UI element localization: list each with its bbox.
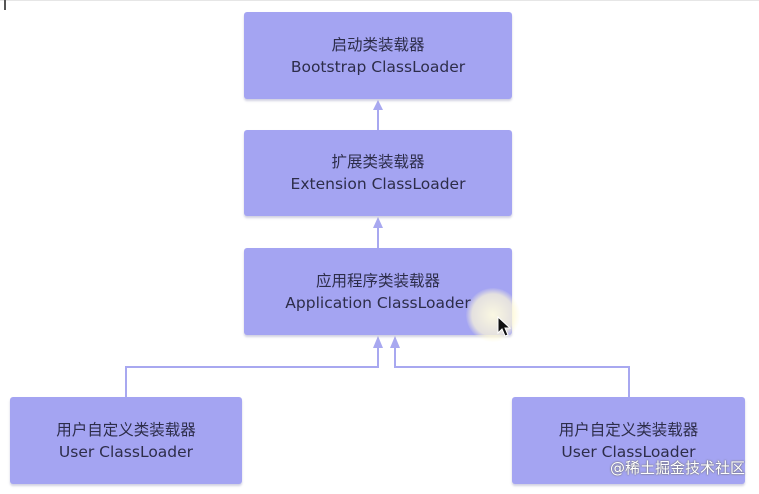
window-edge-mark bbox=[4, 0, 6, 10]
extension-en-label: Extension ClassLoader bbox=[290, 175, 466, 193]
user-classloader-box-left: 用户自定义类装载器 User ClassLoader bbox=[10, 397, 242, 484]
arrowhead-boot bbox=[373, 100, 383, 110]
bootstrap-classloader-box: 启动类装载器 Bootstrap ClassLoader bbox=[244, 12, 512, 99]
cursor-highlight bbox=[466, 288, 520, 342]
user-right-en-label: User ClassLoader bbox=[561, 442, 696, 461]
arrowhead-app-left bbox=[373, 336, 383, 348]
top-border bbox=[0, 0, 759, 1]
connector-user-left-to-app bbox=[125, 348, 379, 397]
user-right-zh-label: 用户自定义类装载器 bbox=[558, 420, 699, 439]
user-left-en-label: User ClassLoader bbox=[58, 442, 194, 461]
extension-zh-label: 扩展类装载器 bbox=[331, 153, 425, 171]
bootstrap-en-label: Bootstrap ClassLoader bbox=[290, 57, 466, 76]
mouse-cursor-icon bbox=[497, 316, 512, 337]
user-left-zh-label: 用户自定义类装载器 bbox=[56, 420, 196, 439]
bootstrap-zh-label: 启动类装载器 bbox=[331, 35, 425, 54]
arrowhead-ext bbox=[373, 217, 383, 228]
arrowhead-app-right bbox=[390, 336, 400, 348]
application-en-label: Application ClassLoader bbox=[285, 293, 471, 312]
extension-classloader-box: 扩展类装载器 Extension ClassLoader bbox=[244, 130, 512, 216]
connector-user-right-to-app bbox=[394, 348, 630, 397]
application-zh-label: 应用程序类装载器 bbox=[315, 271, 440, 290]
watermark: @稀土掘金技术社区 bbox=[609, 459, 745, 477]
user-classloader-box-right: 用户自定义类装载器 User ClassLoader bbox=[512, 397, 745, 484]
